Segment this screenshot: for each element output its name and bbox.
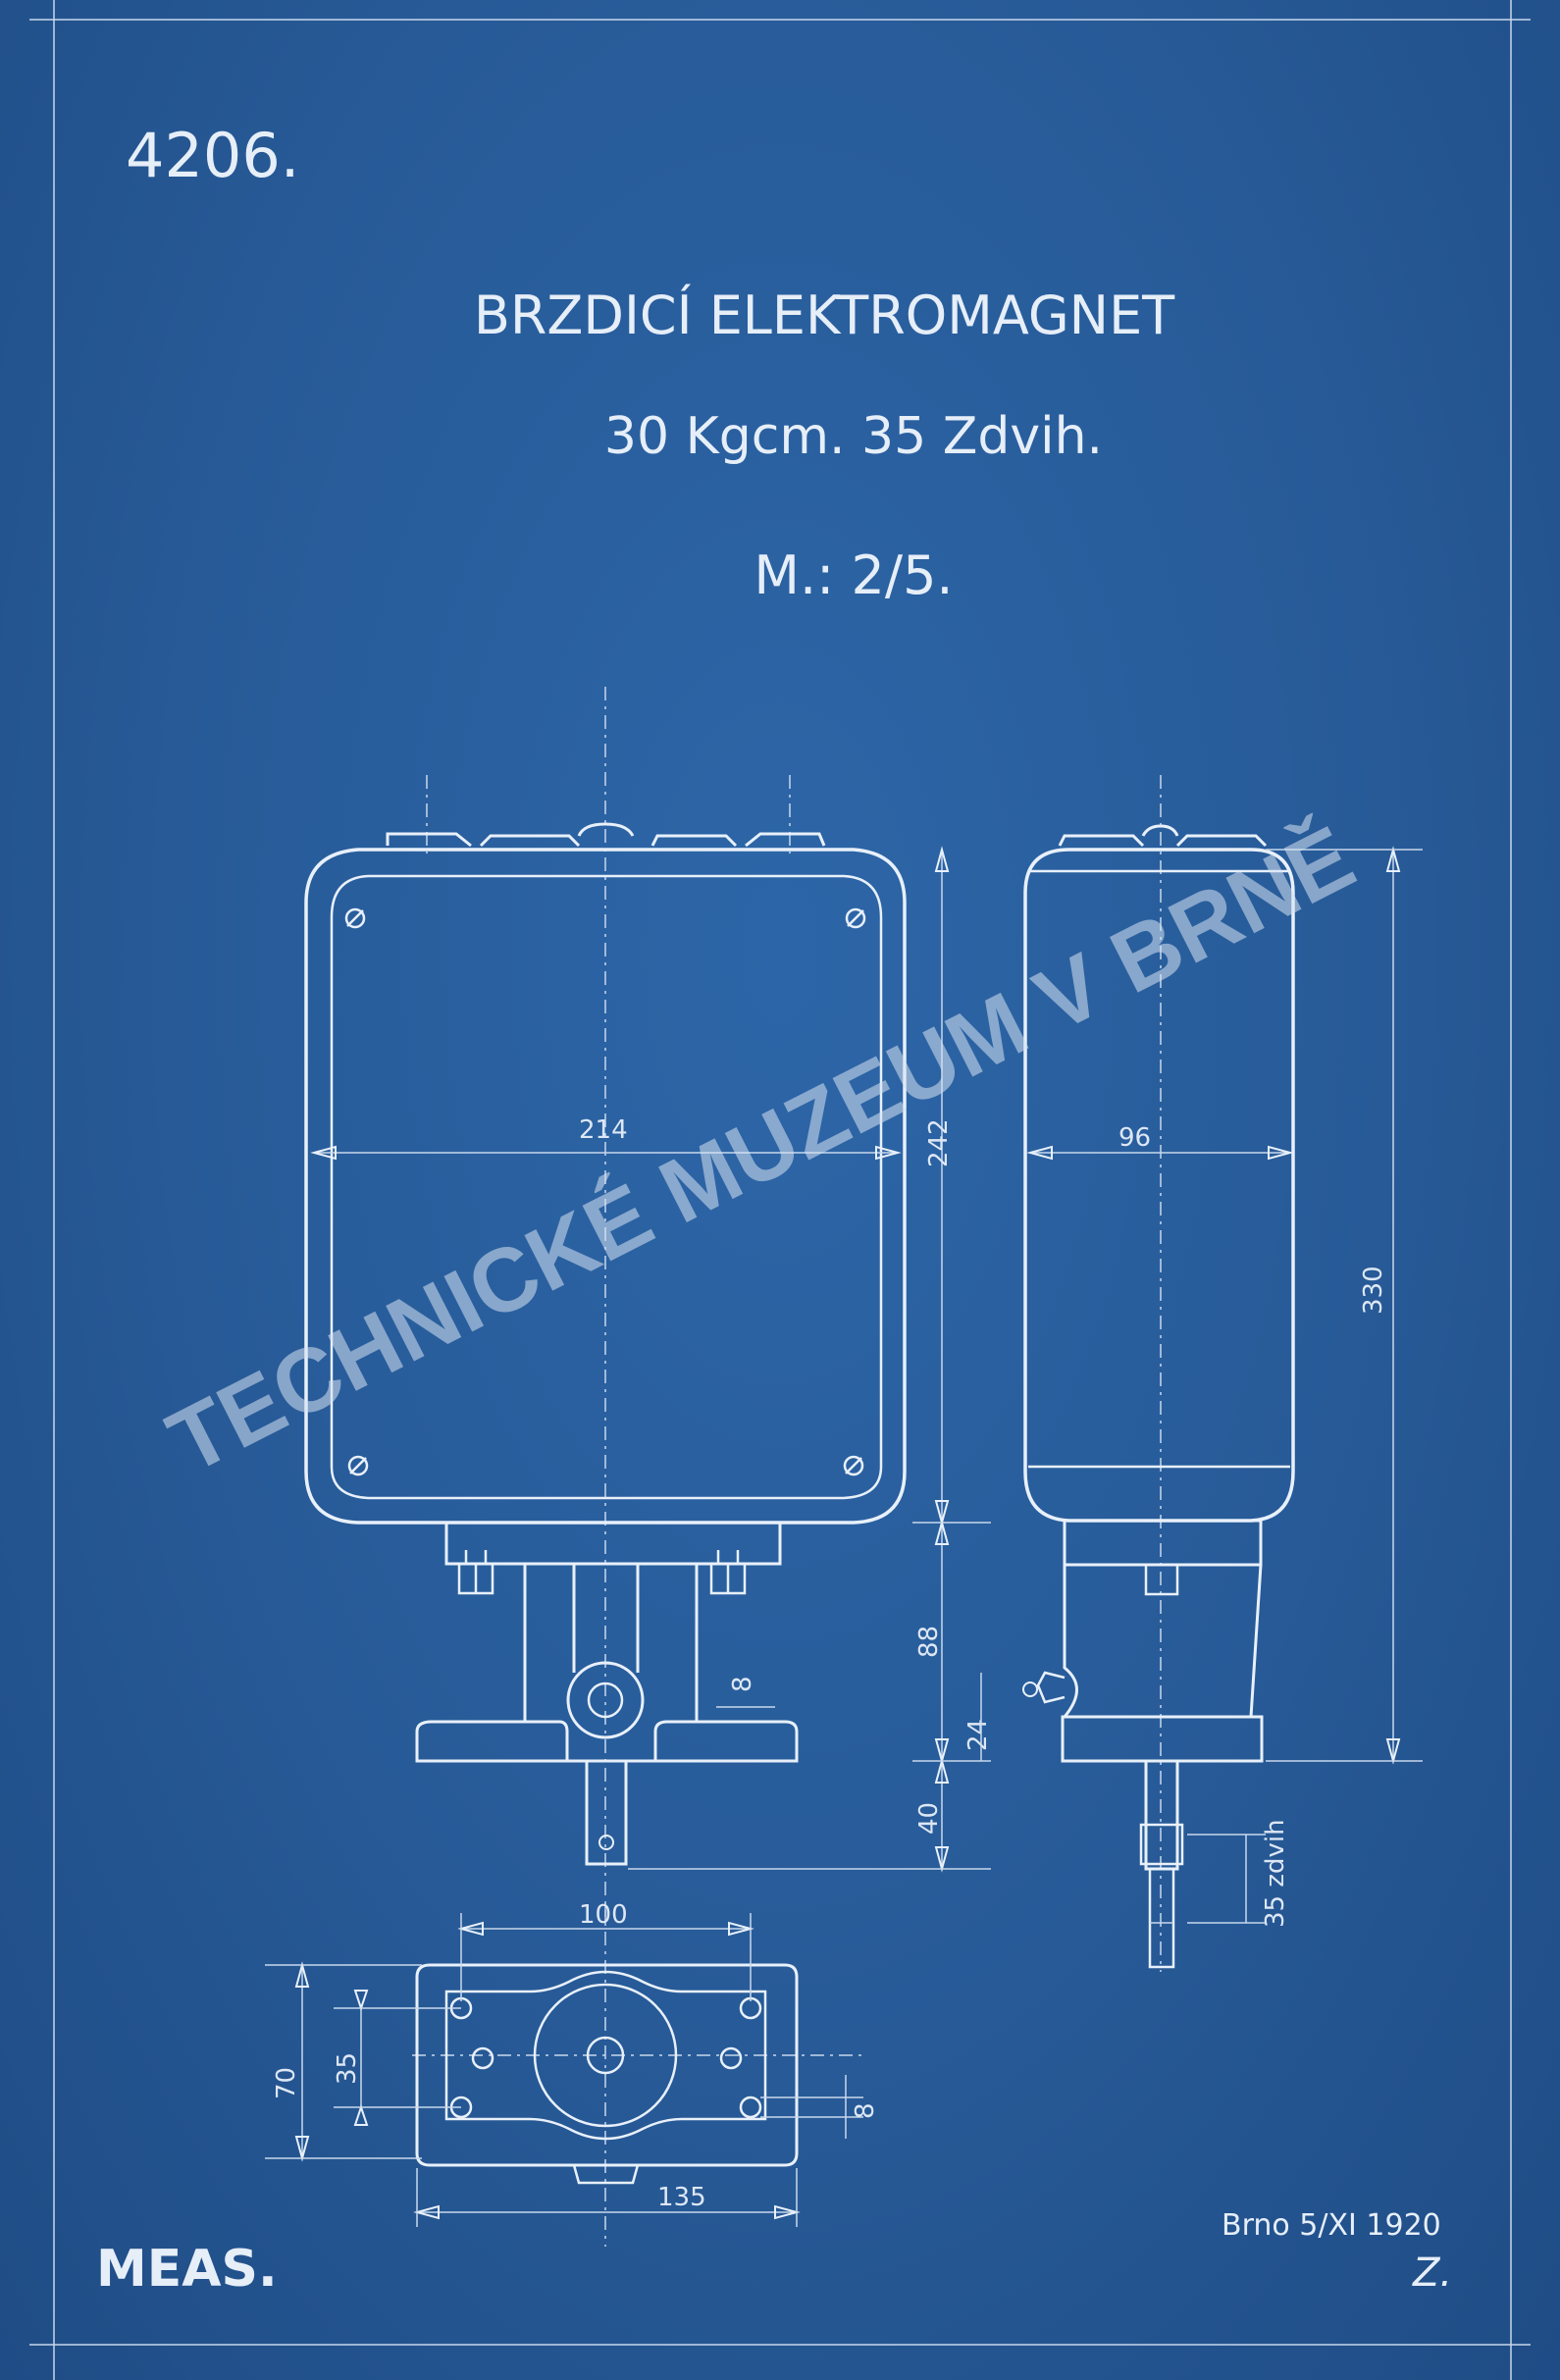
dim-base-width-top: 100	[579, 1900, 628, 1930]
dim-base-depth: 70	[272, 2067, 301, 2099]
drawing-number: 4206.	[126, 120, 300, 191]
front-view: 214 8	[304, 687, 907, 1923]
dim-hole: 8	[851, 2102, 880, 2119]
drawing-title: BRZDICÍ ELEKTROMAGNET	[474, 285, 1175, 346]
dim-stem-height: 40	[914, 1802, 944, 1835]
dim-total-height: 330	[1359, 1266, 1388, 1315]
date-place: Brno 5/XI 1920	[1222, 2208, 1441, 2243]
dim-stroke: 35 zdvih	[1261, 1819, 1290, 1928]
sheet-border	[29, 0, 1531, 2380]
dim-height-body: 242	[924, 1118, 954, 1167]
dim-width-front: 214	[579, 1115, 628, 1145]
front-height-dims: 242 88 24 40	[628, 846, 993, 1873]
dim-base-width-bottom: 135	[657, 2183, 706, 2212]
side-view: 96 330 35 zdvih	[1022, 775, 1423, 1972]
designer-mark: MEAS.	[96, 2240, 278, 2299]
signature: Z.	[1412, 2251, 1452, 2296]
drawing-scale: M.: 2/5.	[754, 544, 953, 606]
dim-foot-height: 24	[963, 1719, 993, 1751]
plan-view: 100 135 70 35 8	[265, 1900, 880, 2247]
drawing-subtitle: 30 Kgcm. 35 Zdvih.	[604, 407, 1103, 466]
dim-base-depth-inner: 35	[333, 2052, 362, 2085]
dim-gap: 8	[728, 1676, 757, 1692]
dim-base-height: 88	[914, 1626, 944, 1658]
dim-width-side: 96	[1118, 1123, 1151, 1153]
